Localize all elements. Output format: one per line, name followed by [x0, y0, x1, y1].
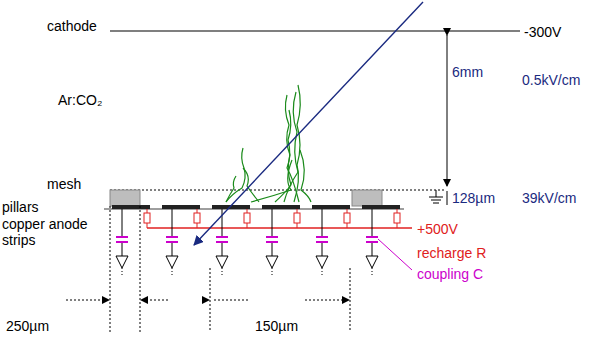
- voltage-label: -300V: [524, 24, 561, 40]
- voltage-label: +500V: [417, 221, 458, 237]
- capacitor-label: coupling C: [417, 266, 483, 282]
- dimension-label: 128µm: [452, 190, 495, 206]
- resistor-label: recharge R: [417, 245, 486, 261]
- dimension-label: 250µm: [6, 318, 49, 334]
- mesh-label: mesh: [47, 176, 81, 192]
- pillars-label: pillars: [2, 199, 39, 215]
- dimension-label: 6mm: [452, 64, 483, 80]
- field-label: 39kV/cm: [522, 190, 576, 206]
- field-label: 0.5kV/cm: [522, 72, 580, 88]
- dimension-label: 150µm: [255, 318, 298, 334]
- cathode-label: cathode: [47, 18, 97, 34]
- anode-strips-label: copper anode strips: [2, 216, 88, 248]
- gas-label: Ar:CO₂: [58, 92, 102, 108]
